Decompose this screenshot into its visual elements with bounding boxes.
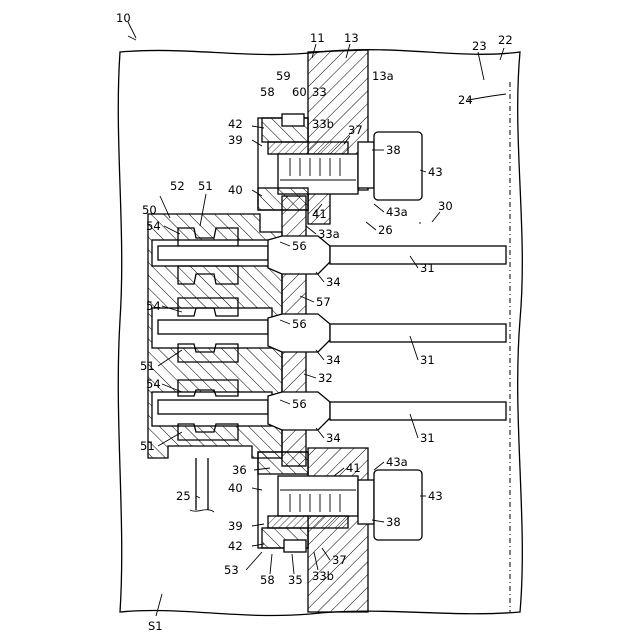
label-25: 25 [176,489,191,503]
label-34-b: 34 [326,353,341,367]
label-11: 11 [310,31,325,45]
label-41-b: 41 [346,461,361,475]
wall-13 [308,50,368,224]
label-40-b: 40 [228,481,243,495]
label-23: 23 [472,39,487,53]
label-40-top: 40 [228,183,243,197]
label-10: 10 [116,11,131,25]
label-26: 26 [378,223,393,237]
label-38-top: 38 [386,143,401,157]
label-13: 13 [344,31,359,45]
label-54-b: 54 [146,299,161,313]
label-51-b: 51 [140,359,155,373]
label-42-top: 42 [228,117,243,131]
label-33: 33 [312,85,327,99]
label-37-b: 37 [332,553,347,567]
label-24: 24 [458,93,473,107]
bracket-25 [190,458,214,512]
label-31-b: 31 [420,353,435,367]
label-31-c: 31 [420,431,435,445]
label-s1: S1 [148,619,163,633]
label-34-c: 34 [326,431,341,445]
label-43a-b: 43a [386,455,408,469]
label-38-b: 38 [386,515,401,529]
label-50: 50 [142,203,157,217]
label-36: 36 [232,463,247,477]
label-43-top: 43 [428,165,443,179]
label-31-a: 31 [420,261,435,275]
label-51-c: 51 [140,439,155,453]
label-33a: 33a [318,227,340,241]
label-43a-top: 43a [386,205,408,219]
label-33b-top: 33b [312,117,334,131]
label-58-b: 58 [260,573,275,587]
label-42-b: 42 [228,539,243,553]
label-56-c: 56 [292,397,307,411]
label-60-top: 60 [292,85,307,99]
label-34-a: 34 [326,275,341,289]
label-32: 32 [318,371,333,385]
label-30: 30 [438,199,453,213]
label-22: 22 [498,33,513,47]
label-56-a: 56 [292,239,307,253]
label-57: 57 [316,295,331,309]
label-54-a: 54 [146,219,161,233]
label-51-top: 51 [198,179,213,193]
label-53: 53 [224,563,239,577]
label-37-top: 37 [348,123,363,137]
label-54-c: 54 [146,377,161,391]
label-43-b: 43 [428,489,443,503]
label-52: 52 [170,179,185,193]
label-39-top: 39 [228,133,243,147]
label-39-b: 39 [228,519,243,533]
label-58-top: 58 [260,85,275,99]
label-33b-b: 33b [312,569,334,583]
label-59: 59 [276,69,291,83]
label-56-b: 56 [292,317,307,331]
label-13a: 13a [372,69,394,83]
label-35: 35 [288,573,303,587]
